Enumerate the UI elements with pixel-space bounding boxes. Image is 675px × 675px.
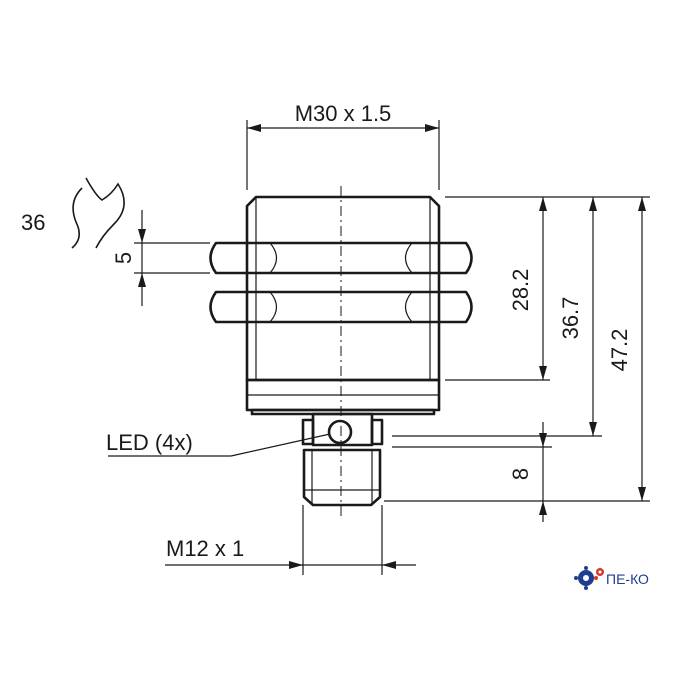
dim-thread-connector: M12 x 1 [165, 505, 416, 575]
nut-upper [209, 241, 473, 275]
sensor-collar [245, 378, 441, 412]
dim-connector-length: 8 [508, 422, 547, 522]
dim-right-extensions [384, 196, 650, 502]
dim-length-total: 47.2 [607, 197, 646, 501]
dim-length-thread: 28.2 [508, 197, 547, 380]
wrench-size: 36 [21, 177, 125, 249]
dim-connector-length-label: 8 [508, 468, 533, 480]
led-callout: LED (4x) [106, 430, 331, 457]
wrench-size-label: 36 [21, 210, 45, 235]
connector [301, 412, 384, 507]
led-label: LED (4x) [106, 430, 193, 455]
dim-nut-thickness-label: 5 [111, 252, 136, 264]
dim-nut-thickness: 5 [111, 210, 210, 306]
nut-lower [209, 290, 473, 324]
dim-length-body: 36.7 [558, 197, 597, 436]
dim-length-thread-label: 28.2 [508, 269, 533, 312]
dim-thread-main: M30 x 1.5 [246, 101, 440, 190]
dim-length-total-label: 47.2 [607, 329, 632, 372]
led-window [327, 419, 353, 445]
sensor-cap [250, 408, 436, 416]
open-end-wrench-icon [71, 177, 125, 249]
dim-thread-connector-label: M12 x 1 [166, 536, 244, 561]
sensor-outline [245, 195, 441, 416]
logo-text: ПЕ-КО [606, 571, 649, 587]
dim-thread-main-label: M30 x 1.5 [295, 101, 392, 126]
dim-length-body-label: 36.7 [558, 297, 583, 340]
gear-logo-icon [574, 566, 604, 590]
sensor-barrel [245, 195, 441, 382]
brand-logo: ПЕ-КО [574, 566, 649, 590]
